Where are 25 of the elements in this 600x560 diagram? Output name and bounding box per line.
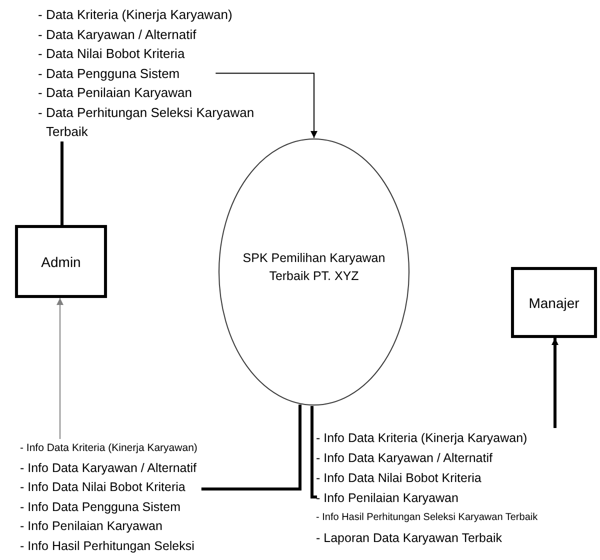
data-flow-label: - Laporan Data Karyawan Terbaik: [316, 530, 502, 547]
process-label: SPK Pemilihan Karyawan Terbaik PT. XYZ: [242, 250, 386, 285]
data-flow-label: - Data Karyawan / Alternatif: [38, 26, 196, 44]
data-flow-label: - Data Nilai Bobot Kriteria: [38, 45, 185, 63]
data-flow-label: - Info Data Nilai Bobot Kriteria: [20, 479, 186, 496]
data-flow-label: - Data Pengguna Sistem: [38, 64, 180, 83]
data-flow-label: - Info Data Karyawan / Alternatif: [20, 460, 196, 477]
data-flow-arrow: [215, 72, 318, 138]
data-flow-label: - Info Data Kriteria (Kinerja Karyawan): [316, 430, 528, 447]
data-flow-label: - Info Data Kriteria (Kinerja Karyawan): [20, 441, 198, 456]
data-flow-label: - Data Perhitungan Seleksi Karyawan Terbaik: [38, 104, 256, 141]
data-flow-label: - Info Data Karyawan / Alternatif: [316, 450, 492, 467]
data-flow-arrow: [552, 338, 558, 428]
entity-label: Admin: [41, 254, 81, 270]
entity-box: [15, 225, 107, 298]
data-flow-arrow: [56, 298, 64, 440]
data-flow-label: - Info Hasil Perhitungan Seleksi: [20, 538, 194, 555]
data-flow-label: - Info Hasil Perhitungan Seleksi Karyawan Terbaik: [316, 511, 538, 525]
data-flow-label: - Info Data Pengguna Sistem: [20, 498, 181, 516]
data-flow-label: - Info Penilaian Karyawan: [20, 518, 162, 535]
data-flow-label: - Info Data Nilai Bobot Kriteria: [316, 470, 482, 487]
entity-box: [511, 267, 597, 338]
data-flow-label: - Data Kriteria (Kinerja Karyawan): [38, 6, 232, 24]
entity-label: Manajer: [528, 294, 580, 310]
data-flow-label: - Data Penilaian Karyawan: [38, 84, 192, 102]
